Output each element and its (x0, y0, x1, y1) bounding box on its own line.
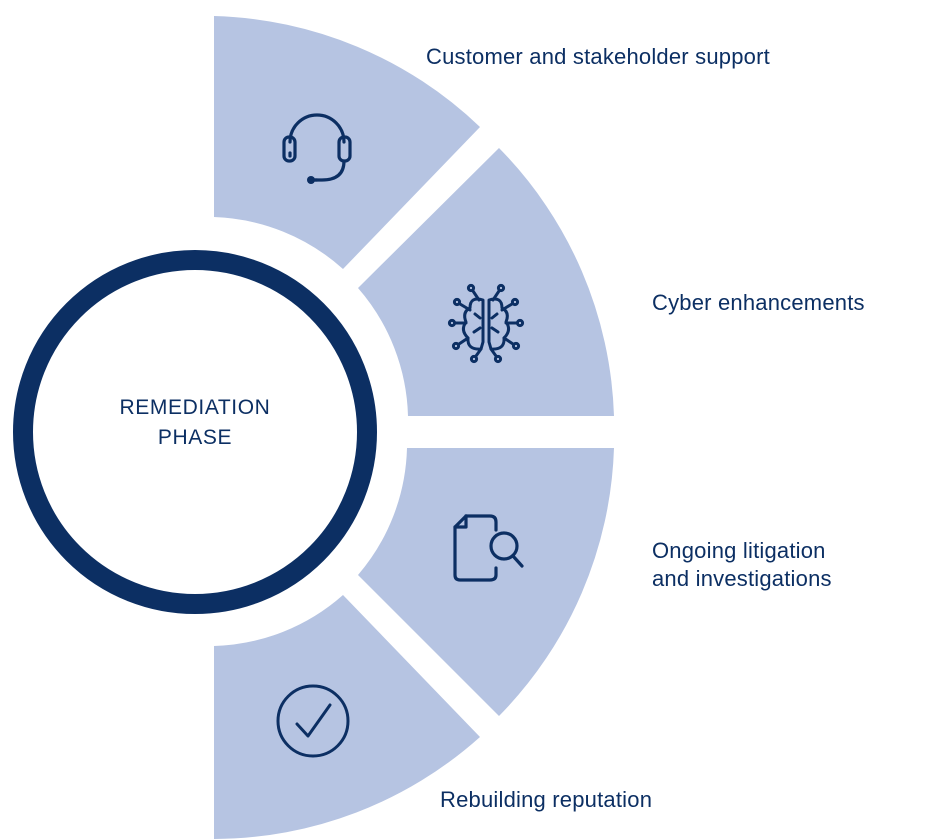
label-reputation: Rebuilding reputation (440, 786, 652, 814)
label-litigation-line-1: Ongoing litigation (652, 538, 826, 563)
center-title-line-1: REMEDIATION (119, 396, 271, 419)
center-title: REMEDIATION PHASE (90, 393, 300, 453)
check-circle-icon (276, 684, 350, 758)
headset-icon (282, 113, 352, 184)
document-search-icon (453, 514, 524, 582)
label-cyber-line-1: Cyber enhancements (652, 290, 865, 315)
center-ring (13, 250, 377, 614)
circuit-brain-icon (447, 283, 525, 364)
center-title-line-2: PHASE (157, 426, 233, 449)
segment-litigation (358, 448, 614, 716)
label-litigation: Ongoing litigation and investigations (652, 537, 832, 593)
label-litigation-line-2: and investigations (652, 566, 832, 591)
label-cyber: Cyber enhancements (652, 289, 865, 317)
segment-cyber (358, 148, 614, 416)
segment-support (214, 16, 480, 269)
label-reputation-line-1: Rebuilding reputation (440, 787, 653, 812)
label-support: Customer and stakeholder support (426, 43, 770, 71)
label-support-line-1: Customer and stakeholder support (426, 44, 770, 69)
